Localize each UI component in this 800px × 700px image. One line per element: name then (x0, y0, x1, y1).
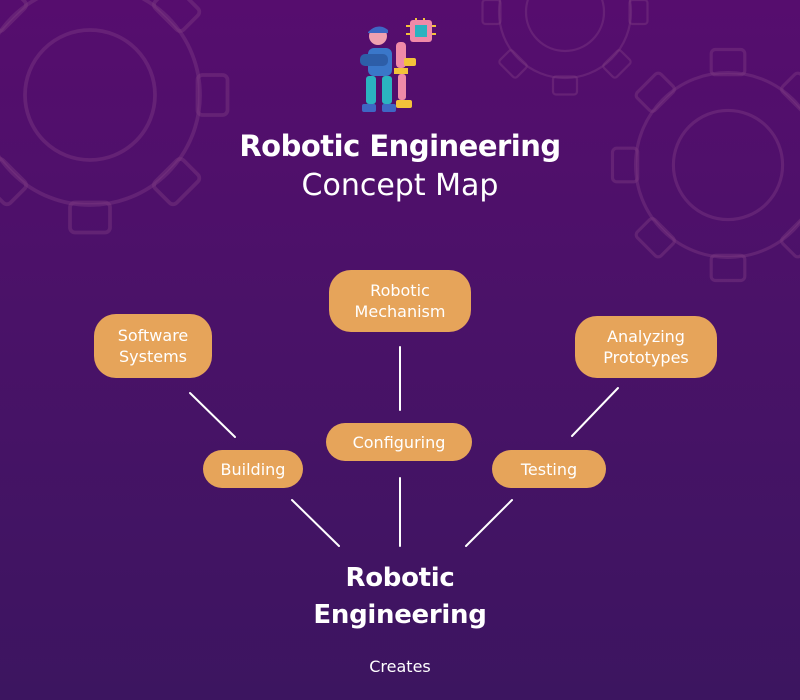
link-building-center (291, 499, 340, 547)
node-analyzing-prototypes: Analyzing Prototypes (575, 316, 717, 378)
title-primary: Robotic Engineering (239, 129, 561, 163)
node-software-systems: Software Systems (94, 314, 212, 378)
central-concept: Robotic Engineering (0, 560, 800, 634)
node-testing: Testing (492, 450, 606, 488)
node-robotic-mechanism: Robotic Mechanism (329, 270, 471, 332)
node-building: Building (203, 450, 303, 488)
title-secondary: Concept Map (301, 168, 499, 203)
robot-engineer-illustration (360, 18, 436, 112)
link-software-building (189, 392, 236, 438)
creates-label: Creates (369, 657, 431, 676)
link-testing-center (465, 499, 513, 547)
map-title: Robotic Engineering Concept Map (0, 126, 800, 206)
central-concept-line2: Engineering (313, 600, 487, 630)
link-prototypes-testing (571, 387, 619, 437)
node-configuring: Configuring (326, 423, 472, 461)
central-concept-line1: Robotic (345, 563, 455, 593)
